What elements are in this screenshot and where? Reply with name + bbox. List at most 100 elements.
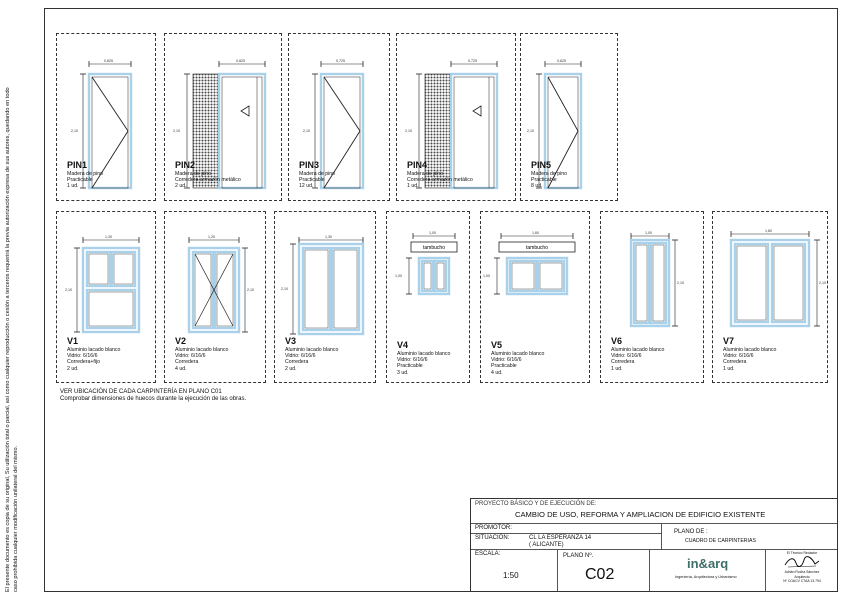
v3-elevation (290, 237, 365, 336)
opening-text: Corredera (175, 359, 199, 366)
plano-no-label: PLANO Nº. (563, 553, 594, 559)
material-text: Madera de pino (531, 171, 568, 177)
width-dimension: 1,80 (765, 229, 772, 233)
company-logo: in&arq (687, 556, 729, 571)
quantity-text: 4 ud. (175, 365, 187, 372)
material-text: Madera de pino (299, 171, 336, 177)
escala-label: ESCALA: (475, 551, 501, 557)
opening-text: 8 ud. (531, 183, 543, 190)
escala-value: 1:50 (503, 571, 519, 580)
opening-text: Corredera (723, 359, 747, 366)
material-text: Madera de pino (407, 171, 444, 177)
spec-text: Vidrio: 6/16/6 (611, 353, 642, 360)
spec-text: Practicable (67, 177, 93, 184)
quantity-text: 1 ud. (611, 365, 623, 372)
carpentry-code: V4 (397, 340, 409, 350)
width-dimension: 1,00 (429, 231, 436, 235)
width-dimension: 1,00 (645, 231, 652, 235)
height-dimension: 2,10 (303, 129, 310, 133)
carpentry-code: V7 (723, 336, 735, 346)
note-location: VER UBICACIÓN DE CADA CARPINTERÍA EN PLA… (60, 389, 222, 395)
signature-scribble (784, 556, 820, 568)
promotor-label: PROMOTOR: (475, 525, 512, 531)
sheet-frame (44, 8, 838, 592)
height-dimension: 2,10 (281, 287, 288, 291)
width-dimension: 1,60 (532, 231, 539, 235)
plano-de-label: PLANO DE : (674, 529, 708, 535)
quantity-text: 3 ud. (397, 369, 409, 376)
quantity-text: 2 ud. (67, 365, 79, 372)
height-dimension: 2,10 (173, 129, 180, 133)
opening-text: 1 ud. (407, 183, 419, 190)
plano-no-value: C02 (585, 566, 615, 583)
pin1-elevation (80, 61, 133, 190)
material-text: Aluminio lacado blanco (491, 351, 545, 357)
quantity-text: 1 ud. (723, 365, 735, 372)
pin5-elevation (536, 61, 583, 190)
tambucho-box: tambucho (526, 245, 548, 251)
material-text: Madera de pino (67, 171, 104, 177)
width-dimension: 1,30 (105, 235, 112, 239)
pin2-elevation (184, 61, 267, 190)
width-dimension: 0,825 (236, 59, 245, 63)
opening-text: Corredera+fijo (67, 359, 101, 366)
v5-elevation: tambucho (494, 233, 576, 296)
spec-text: Corredera armazón metálico (175, 177, 241, 184)
carpentry-code: PIN5 (531, 160, 552, 170)
material-text: Madera de pino (175, 171, 212, 177)
height-dimension: 2,10 (71, 129, 78, 133)
v4-elevation: tambucho (406, 233, 458, 296)
project-title: CAMBIO DE USO, REFORMA Y AMPLIACION DE E… (515, 510, 766, 519)
opening-text: Practicable (397, 363, 423, 370)
material-text: Aluminio lacado blanco (723, 347, 777, 353)
tambucho-box: tambucho (423, 245, 445, 251)
spec-text: Vidrio: 6/16/6 (397, 357, 428, 364)
note-dimensions: Comprobar dimensiones de huecos durante … (60, 396, 247, 402)
opening-text: Corredera (611, 359, 635, 366)
sig-title: Arquitecto (794, 574, 810, 579)
quantity-text: 2 ud. (285, 365, 297, 372)
height-dimension: 1,00 (483, 274, 490, 278)
height-dimension: 2,10 (819, 281, 826, 285)
width-dimension: 0,825 (104, 59, 113, 63)
carpentry-code: V2 (175, 336, 187, 346)
height-dimension: 2,10 (405, 129, 412, 133)
material-text: Aluminio lacado blanco (611, 347, 665, 353)
sig-header: El Técnico Redactor (786, 551, 818, 555)
spec-text: Vidrio: 6/16/6 (67, 353, 98, 360)
carpentry-code: V6 (611, 336, 623, 346)
v7-elevation (729, 231, 820, 328)
width-dimension: 0,625 (557, 59, 566, 63)
pin3-elevation (312, 61, 365, 190)
height-dimension: 2,10 (247, 288, 254, 292)
v2-elevation (187, 237, 248, 334)
quantity-text: 4 ud. (491, 369, 503, 376)
material-text: Aluminio lacado blanco (285, 347, 339, 353)
spec-text: Practicable (531, 177, 557, 184)
sig-license: Nº COACV CTAA 13.794 (783, 578, 821, 583)
height-dimension: 1,00 (395, 274, 402, 278)
company-subtitle: Ingeniería, Arquitectura y Urbanismo (675, 575, 737, 579)
spec-text: Vidrio: 6/16/6 (491, 357, 522, 364)
height-dimension: 2,10 (677, 281, 684, 285)
side-note-line2: caso prohibida cualquier modificación un… (13, 445, 19, 592)
height-dimension: 2,10 (527, 129, 534, 133)
width-dimension: 1,20 (208, 235, 215, 239)
carpentry-code: V1 (67, 336, 79, 346)
